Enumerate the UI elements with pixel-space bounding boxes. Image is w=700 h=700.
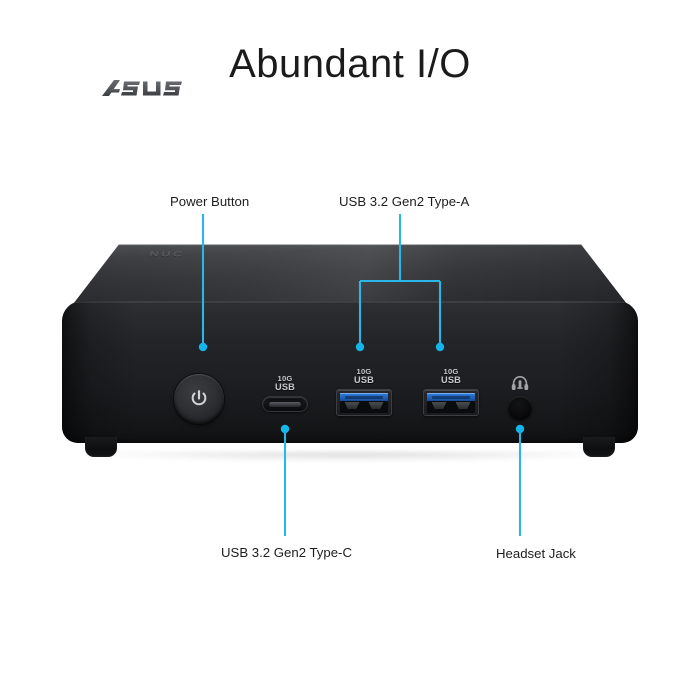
usb-a-2-speed: 10G — [443, 367, 459, 376]
power-icon — [191, 390, 207, 406]
usb-a-2-cavity — [427, 401, 475, 413]
device-foot-right — [583, 437, 615, 457]
callout-label-usb-c: USB 3.2 Gen2 Type-C — [221, 545, 352, 560]
callout-label-usb-a: USB 3.2 Gen2 Type-A — [339, 194, 470, 209]
usb-a-port-1-label: 10G USB — [354, 367, 374, 385]
usb-c-speed: 10G — [277, 374, 293, 383]
usb-a-port-1[interactable]: 10G USB — [336, 367, 392, 416]
usb-a-1-tab — [344, 402, 360, 409]
usb-a-2-blue-insert — [427, 393, 475, 402]
nuc-wordmark: NUC — [148, 250, 186, 259]
asus-nuc-device: NUC — [60, 243, 640, 457]
usb-a-2-shell — [423, 389, 479, 416]
usb-a-1-speed: 10G — [356, 367, 372, 376]
usb-c-shell — [262, 396, 308, 412]
usb-c-port[interactable]: 10G USB — [262, 374, 308, 412]
usb-c-standard: USB — [275, 382, 295, 393]
power-button[interactable] — [174, 374, 224, 424]
asus-logo — [102, 80, 182, 96]
headset-icon — [511, 375, 529, 391]
usb-a-2-standard: USB — [441, 375, 461, 386]
device-ground-shadow — [80, 452, 620, 462]
usb-a-1-tab — [368, 402, 384, 409]
usb-a-2-tab — [431, 402, 447, 409]
chassis-seam — [76, 302, 624, 303]
callout-label-power-button: Power Button — [170, 194, 250, 209]
usb-a-port-2[interactable]: 10G USB — [423, 367, 479, 416]
usb-a-2-tab — [455, 402, 471, 409]
device-front-panel — [62, 301, 638, 443]
callout-label-headset-jack: Headset Jack — [496, 546, 576, 561]
usb-a-1-shell — [336, 389, 392, 416]
usb-a-1-standard: USB — [354, 375, 374, 386]
device-foot-left — [85, 437, 117, 457]
usb-a-port-2-label: 10G USB — [441, 367, 461, 385]
usb-c-tongue — [269, 402, 301, 407]
usb-a-1-blue-insert — [340, 393, 388, 402]
headset-jack-port[interactable] — [508, 396, 532, 420]
page-title: Abundant I/O — [229, 42, 471, 86]
usb-a-1-cavity — [340, 401, 388, 413]
usb-c-port-label: 10G USB — [275, 374, 295, 392]
